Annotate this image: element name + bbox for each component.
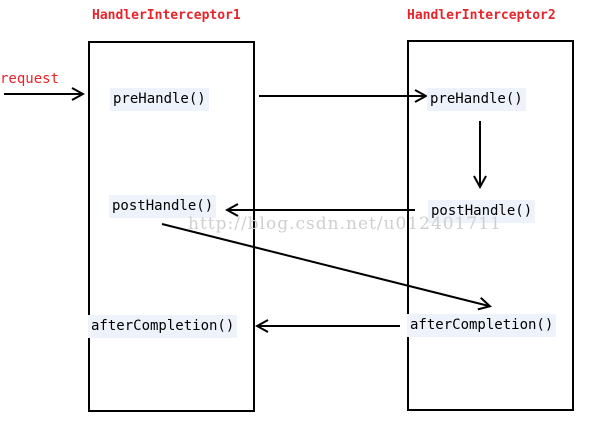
interceptor1-title: HandlerInterceptor1 [92, 8, 241, 23]
posthandle-2-label: postHandle() [428, 200, 536, 223]
aftercompletion-1-label: afterCompletion() [88, 315, 238, 338]
posthandle-1-label: postHandle() [109, 195, 217, 218]
interceptor2-title: HandlerInterceptor2 [407, 8, 556, 23]
prehandle-2-label: preHandle() [427, 88, 526, 111]
request-label: request [0, 71, 60, 87]
aftercompletion-2-label: afterCompletion() [407, 314, 557, 337]
completion-cross-arrow [161, 223, 489, 306]
prehandle-1-label: preHandle() [110, 88, 209, 111]
interceptor2-box [407, 40, 574, 411]
interceptor1-box [88, 41, 255, 412]
